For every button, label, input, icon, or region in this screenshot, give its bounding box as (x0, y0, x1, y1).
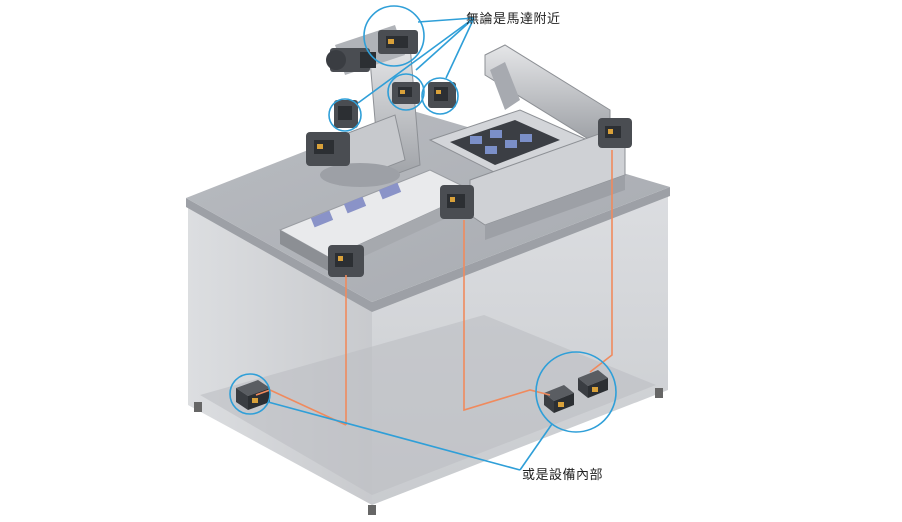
callout-label-inside-equipment: 或是設備內部 (522, 468, 604, 483)
wiring (255, 150, 613, 426)
conveyor (278, 169, 477, 272)
callout-lines (229, 5, 617, 471)
callout-label-motor-vicinity: 無論是馬達附近 (466, 12, 561, 27)
servo-amplifier-icon (236, 370, 608, 413)
servo-motor-icon (306, 30, 632, 277)
